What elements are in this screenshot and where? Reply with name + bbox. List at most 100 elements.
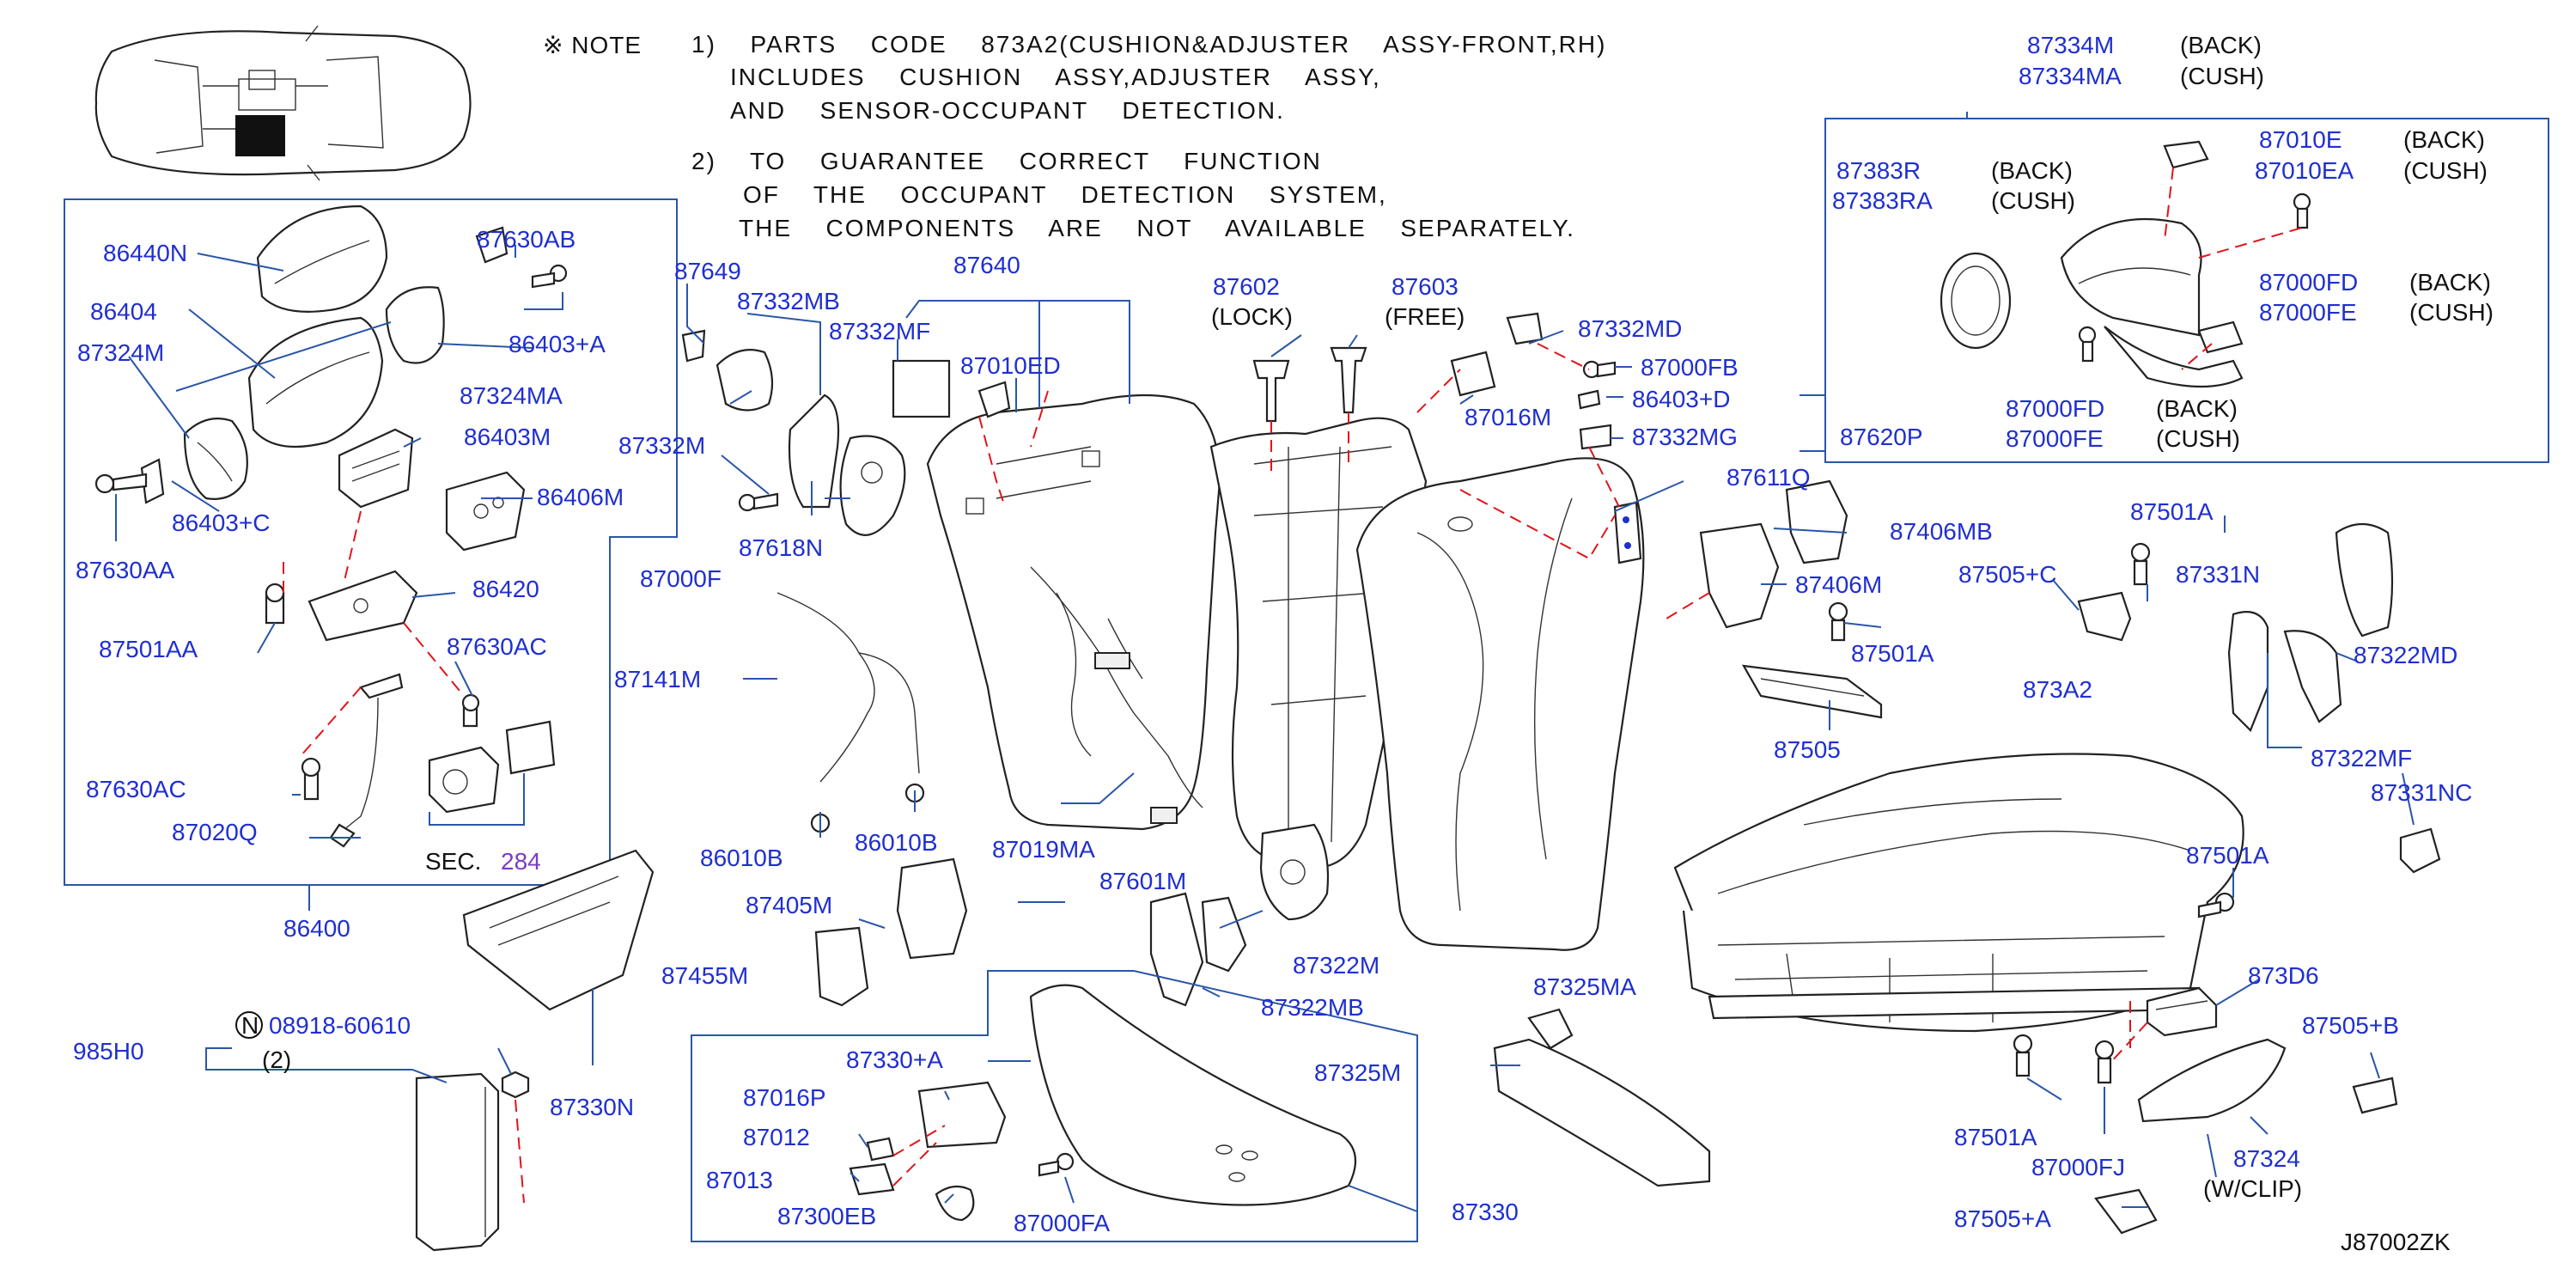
label-back-1: (BACK) (2180, 32, 2262, 58)
label-87324: 87324 (2233, 1145, 2300, 1172)
label-87640: 87640 (953, 252, 1020, 278)
screw-87000fa (1038, 1152, 1075, 1177)
label-08918-60610: 08918-60610 (269, 1012, 411, 1039)
label-87330a: 87330+A (846, 1046, 943, 1073)
label-87455m: 87455M (661, 962, 748, 989)
note-line-5: OF THE OCCUPANT DETECTION SYSTEM, (743, 181, 1387, 208)
n-circle-icon (235, 1011, 263, 1039)
headrest-86404 (247, 316, 384, 448)
free-87603 (1330, 346, 1367, 414)
label-87332md: 87332MD (1578, 315, 1682, 342)
shield-87322m (1201, 896, 1247, 973)
label-87000fj: 87000FJ (2031, 1154, 2125, 1180)
label-87505c: 87505+C (1958, 561, 2056, 588)
note-line-2: INCLUDES CUSHION ASSY,ADJUSTER ASSY, (730, 64, 1381, 90)
label-86440n: 86440N (103, 240, 187, 266)
label-87322mf: 87322MF (2311, 745, 2412, 772)
cable-87141m (776, 592, 920, 783)
label-87010ea: 87010EA (2255, 157, 2354, 184)
label-86403c: 86403+C (172, 509, 270, 536)
label-87016p: 87016P (743, 1084, 826, 1111)
lever-87618n (839, 435, 906, 536)
label-cush-5: (CUSH) (2156, 425, 2240, 452)
label-86403a: 86403+A (509, 331, 606, 357)
bolt-87630aa (94, 473, 148, 494)
label-87630ac: 87630AC (447, 633, 547, 660)
label-87325m: 87325M (1314, 1059, 1401, 1086)
label-87630ac-2: 87630AC (86, 776, 186, 802)
frame-86403m (338, 428, 414, 509)
bracket-86406m (445, 471, 526, 552)
nut-08918 (501, 1071, 530, 1099)
bolt-87501a-2 (2130, 542, 2151, 586)
sensor-pad-87383r (1940, 252, 2012, 350)
bracket-87332mb (788, 393, 840, 509)
label-n-mark: N (241, 1012, 259, 1039)
label-87010e: 87010E (2259, 126, 2342, 153)
note-line-1: 1) PARTS CODE 873A2(CUSHION&ADJUSTER ASS… (691, 31, 1607, 58)
screw-87000fb (1582, 360, 1617, 379)
clip-87010ed (977, 381, 1011, 418)
wire-harness-87019ma (1030, 566, 1203, 824)
label-86404: 86404 (90, 298, 157, 325)
label-sec: SEC. (425, 848, 481, 875)
label-87383ra: 87383RA (1832, 187, 1933, 214)
label-87012: 87012 (743, 1124, 810, 1150)
label-87332mg: 87332MG (1632, 424, 1738, 450)
seat-cushion-873a2 (1673, 753, 2244, 1033)
label-87324ma: 87324MA (460, 382, 563, 409)
label-87334m: 87334M (2027, 32, 2114, 58)
label-87405m: 87405M (746, 892, 832, 918)
label-87618n: 87618N (739, 534, 823, 561)
switch-87016p (917, 1081, 1007, 1149)
bracket-87016m (1450, 351, 1496, 397)
label-lock: (LOCK) (1211, 303, 1293, 330)
label-87505a: 87505+A (1954, 1205, 2051, 1232)
label-87620p: 87620P (1840, 424, 1923, 450)
note-line-3: AND SENSOR-OCCUPANT DETECTION. (730, 97, 1285, 124)
label-87501a-4: 87501A (1954, 1124, 2037, 1150)
label-free: (FREE) (1385, 303, 1465, 330)
label-87300eb: 87300EB (777, 1203, 876, 1229)
bolt-87501aa (265, 583, 285, 625)
side-shield-87330 (1029, 984, 1357, 1206)
trim-87322md (2283, 630, 2342, 723)
rail-87505 (1741, 664, 1883, 719)
label-86420: 86420 (472, 576, 539, 602)
bracket-87332m (681, 329, 774, 412)
label-86406m: 86406M (537, 484, 624, 510)
trim-87405m (814, 857, 968, 1007)
label-87141m: 87141M (614, 666, 701, 692)
bolt-87501a-4 (2013, 1034, 2033, 1077)
label-86403d: 86403+D (1632, 386, 1730, 412)
side-trim-87324m (183, 418, 248, 500)
cover-87331n (2335, 523, 2394, 638)
label-87000fb: 87000FB (1641, 354, 1739, 381)
headrest-group-box (64, 198, 678, 886)
label-back-4: (BACK) (2409, 269, 2491, 296)
cover-87505b (2352, 1077, 2398, 1114)
cover-87324 (2137, 1038, 2287, 1123)
knob-87012 (866, 1137, 895, 1162)
vehicle-locator-icon (94, 25, 472, 181)
lock-87602 (1252, 359, 1290, 423)
clip-86403c (140, 458, 165, 504)
screw-87000fd (2293, 192, 2311, 229)
bolt-87630ab (531, 264, 568, 289)
label-cush-1: (CUSH) (2180, 63, 2264, 89)
guide-87020q (329, 673, 404, 848)
label-87505b: 87505+B (2302, 1012, 2399, 1039)
part-labels: 86440N 87630AB 86404 87324M 86403+A 8732… (73, 32, 2494, 1255)
leader-lines (115, 112, 2415, 1212)
label-873d6: 873D6 (2248, 962, 2319, 989)
bolt-87000fj (2094, 1040, 2115, 1084)
label-87611q: 87611Q (1726, 464, 1811, 491)
label-86010b: 86010B (700, 845, 783, 871)
label-87501aa: 87501AA (99, 636, 198, 662)
label-87501a-3: 87501A (2186, 842, 2269, 869)
bracket-87611q (1613, 501, 1642, 564)
label-87505: 87505 (1774, 736, 1841, 763)
clip-86403d (1577, 389, 1601, 410)
label-87331n: 87331N (2176, 561, 2260, 588)
